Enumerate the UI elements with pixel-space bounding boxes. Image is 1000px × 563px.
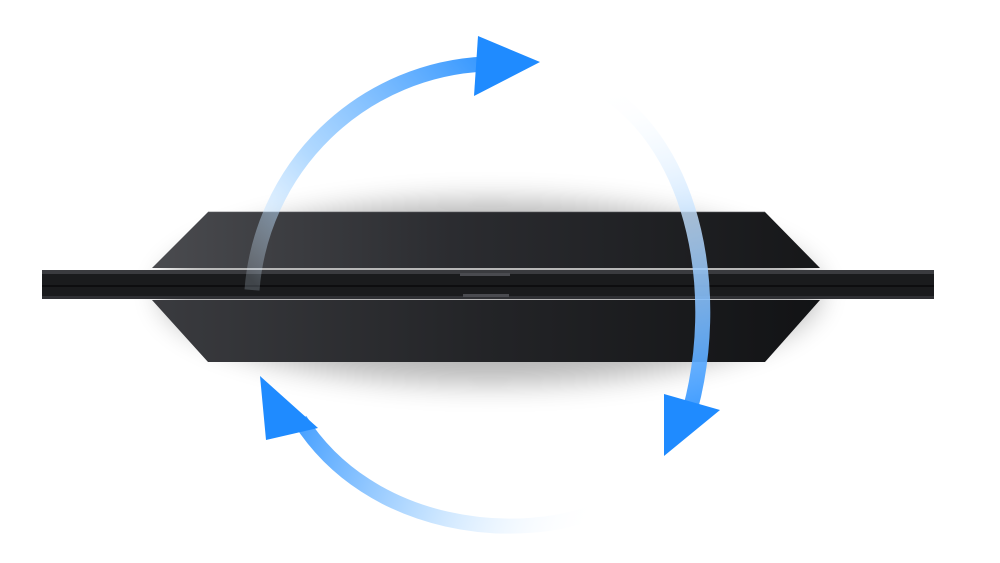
tv-panel — [42, 270, 934, 299]
swivel-stand — [152, 211, 820, 362]
rotate-clockwise-arrows-icon — [244, 36, 720, 534]
